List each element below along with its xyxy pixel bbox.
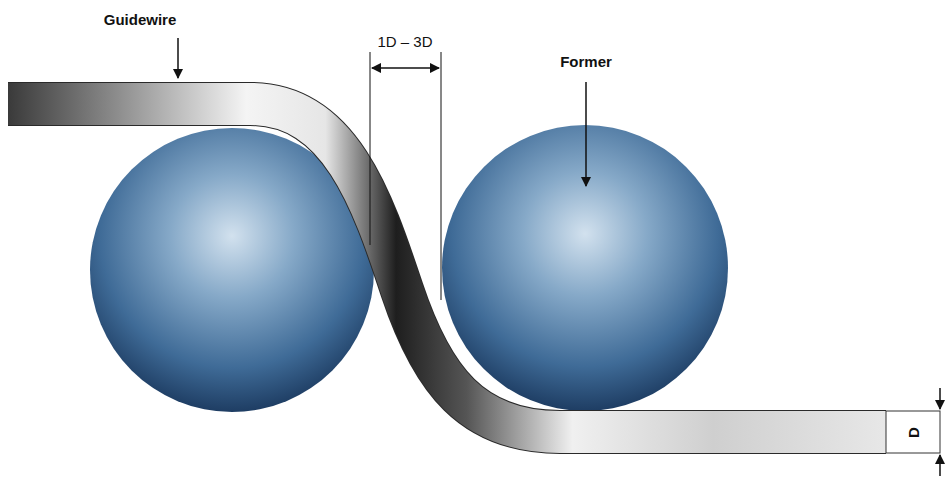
dim-arrow xyxy=(372,67,439,69)
dim-arrow xyxy=(939,388,941,409)
guidewire-outline xyxy=(8,104,886,432)
dimension-label: D xyxy=(906,427,921,438)
part-label: Former xyxy=(560,54,612,69)
part-label: Guidewire xyxy=(104,12,177,27)
leader-arrow xyxy=(177,38,179,78)
dimension-label: 1D – 3D xyxy=(377,34,432,49)
leader-arrow xyxy=(585,82,587,186)
dim-arrow xyxy=(939,455,941,476)
wire-end-box xyxy=(886,411,940,453)
former-right xyxy=(442,125,728,411)
guidewire xyxy=(8,104,886,432)
dim-line xyxy=(441,52,442,300)
dim-line xyxy=(370,52,371,245)
